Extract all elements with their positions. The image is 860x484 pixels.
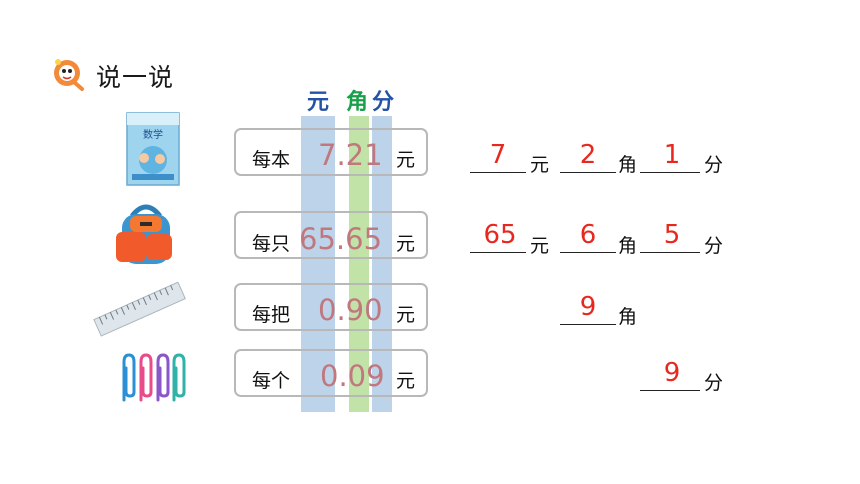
answer-jiao-book: 2 [579, 140, 597, 170]
backpack-icon [116, 204, 172, 264]
answer-blank-fen[interactable] [640, 252, 700, 253]
unit-yuan-backpack: 元 [530, 235, 550, 257]
answer-blank-fen[interactable] [640, 390, 700, 391]
fen-column-header: 分 [372, 90, 395, 115]
unit-fen-paperclip: 分 [704, 372, 724, 394]
paperclips-icon [122, 353, 186, 402]
answer-blank-fen[interactable] [640, 172, 700, 173]
answer-fen-paperclip: 9 [663, 358, 681, 388]
section-heading: 说一说 [96, 63, 175, 92]
unit-jiao-backpack: 角 [618, 235, 638, 257]
price-box-paperclip [234, 349, 428, 397]
unit-fen-book: 分 [704, 154, 724, 176]
math-textbook-icon: 数学 [126, 112, 180, 186]
price-box-ruler [234, 283, 428, 331]
answer-blank-yuan[interactable] [470, 172, 526, 173]
price-value-book: 7.21 [318, 138, 383, 172]
price-unit-paperclip: 元 [396, 370, 416, 392]
answer-yuan-book: 7 [489, 140, 507, 170]
unit-jiao-book: 角 [618, 154, 638, 176]
unit-fen-backpack: 分 [704, 235, 724, 257]
fen-column-strip [372, 116, 392, 412]
price-box-backpack [234, 211, 428, 259]
q-mascot-icon [54, 59, 84, 91]
unit-yuan-book: 元 [530, 154, 550, 176]
price-unit-backpack: 元 [396, 233, 416, 255]
price-value-ruler: 0.90 [318, 293, 383, 327]
answer-jiao-backpack: 6 [579, 220, 597, 250]
answer-yuan-backpack: 65 [483, 220, 517, 250]
price-value-backpack: 65.65 [299, 222, 383, 256]
item-label-backpack: 每只 [252, 233, 291, 255]
price-box-book [234, 128, 428, 176]
answer-blank-jiao[interactable] [560, 324, 616, 325]
answer-jiao-ruler: 9 [579, 292, 597, 322]
ruler-icon [93, 282, 186, 337]
answer-blank-jiao[interactable] [560, 252, 616, 253]
jiao-column-strip [349, 116, 369, 412]
yuan-column-strip [301, 116, 335, 412]
svg-text:数学: 数学 [143, 128, 163, 141]
price-unit-book: 元 [396, 149, 416, 171]
item-label-book: 每本 [252, 149, 291, 171]
jiao-column-header: 角 [346, 90, 369, 115]
answer-blank-yuan[interactable] [470, 252, 526, 253]
item-label-ruler: 每把 [252, 304, 291, 326]
item-label-paperclip: 每个 [252, 370, 291, 392]
answer-fen-backpack: 5 [663, 220, 681, 250]
price-value-paperclip: 0.09 [320, 359, 385, 393]
price-unit-ruler: 元 [396, 304, 416, 326]
answer-blank-jiao[interactable] [560, 172, 616, 173]
unit-jiao-ruler: 角 [618, 306, 638, 328]
answer-fen-book: 1 [663, 140, 681, 170]
yuan-column-header: 元 [307, 90, 330, 115]
